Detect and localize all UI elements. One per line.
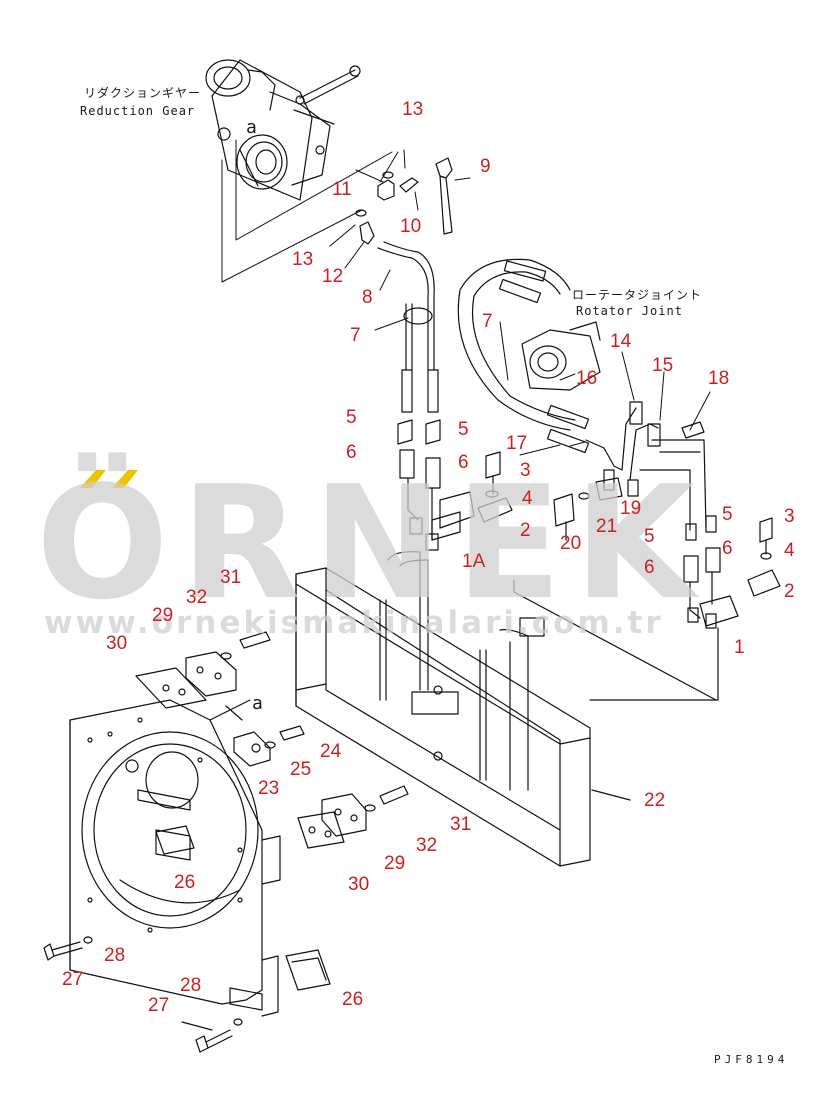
- part-callout: 26: [342, 989, 364, 1010]
- pipes-and-brackets: [585, 401, 707, 531]
- reference-mark-a-bottom: a: [252, 693, 264, 714]
- left-fittings: [409, 451, 590, 551]
- part-callout: 2: [520, 520, 531, 541]
- part-callout: 32: [416, 835, 438, 856]
- part-callout: 1: [734, 637, 745, 658]
- part-callout: 9: [480, 156, 491, 177]
- part-callout: 8: [362, 287, 373, 308]
- part-callout: 10: [400, 216, 422, 237]
- part-callout: 13: [402, 99, 424, 120]
- small-fittings: [355, 157, 453, 245]
- part-callout: 6: [722, 538, 733, 559]
- part-callout: 3: [520, 460, 531, 481]
- watermark-brand: ÖRNEK: [36, 452, 707, 634]
- part-callout: 23: [258, 778, 280, 799]
- bolts-27-28: [43, 936, 243, 1053]
- part-callout: 17: [506, 433, 528, 454]
- part-callout: 25: [290, 759, 312, 780]
- part-callout: 28: [104, 945, 126, 966]
- part-callout: 14: [610, 331, 632, 352]
- part-callout: 4: [522, 488, 533, 509]
- part-callout: 28: [180, 975, 202, 996]
- reduction-gear-label-en: Reduction Gear: [80, 104, 196, 118]
- part-callout: 1A: [462, 551, 486, 572]
- part-callout: 27: [148, 995, 170, 1016]
- part-callout: 32: [186, 587, 208, 608]
- part-callout: 6: [458, 452, 469, 473]
- part-callout: 15: [652, 355, 674, 376]
- frame: [295, 551, 717, 867]
- part-callout: 7: [482, 311, 493, 332]
- part-callout: 5: [722, 504, 733, 525]
- upper-plates: [135, 631, 271, 721]
- part-callout: 13: [292, 249, 314, 270]
- part-callout: 19: [620, 498, 642, 519]
- part-callout: 12: [322, 266, 344, 287]
- lower-plates: [297, 785, 409, 849]
- part-callout: 4: [784, 540, 795, 561]
- drawing-code: PJF8194: [714, 1053, 789, 1066]
- rotator-joint-label-en: Rotator Joint: [576, 304, 683, 318]
- housing-plate: [69, 699, 281, 1017]
- part-callout: 27: [62, 969, 84, 990]
- pads: [155, 825, 331, 991]
- part-callout: 18: [708, 368, 730, 389]
- part-callout: 21: [596, 516, 618, 537]
- part-callout: 5: [644, 526, 655, 547]
- part-callout: 30: [106, 633, 128, 654]
- reduction-gear: [205, 59, 361, 201]
- part-callout: 6: [346, 442, 357, 463]
- watermark-url: www.ornekismakinalari.com.tr: [44, 605, 664, 641]
- leader-lines: [221, 139, 711, 456]
- part-callout: 5: [458, 419, 469, 440]
- part-callout: 2: [784, 581, 795, 602]
- watermark-accent: [80, 470, 138, 488]
- part-callout: 26: [174, 872, 196, 893]
- part-callout: 20: [560, 533, 582, 554]
- reference-mark-a-top: a: [246, 117, 258, 138]
- part-callout: 29: [384, 853, 406, 874]
- part-callout: 22: [644, 790, 666, 811]
- bracket-23: [233, 725, 305, 767]
- part-callout: 29: [152, 605, 174, 626]
- part-callout: 31: [450, 814, 472, 835]
- part-callout: 11: [332, 179, 352, 200]
- part-callout: 24: [320, 741, 342, 762]
- part-callout: 30: [348, 874, 370, 895]
- part-callout: 7: [350, 325, 361, 346]
- part-callout: 6: [644, 557, 655, 578]
- part-callout: 5: [346, 407, 357, 428]
- reduction-gear-label-jp: リダクションギヤー: [84, 86, 202, 100]
- part-callout: 3: [784, 506, 795, 527]
- part-callout: 31: [220, 567, 242, 588]
- rotator-joint-label-jp: ローテータジョイント: [572, 288, 703, 302]
- right-fittings: [589, 515, 781, 701]
- part-callout: 16: [576, 368, 598, 389]
- hose-assembly-right: [457, 258, 601, 454]
